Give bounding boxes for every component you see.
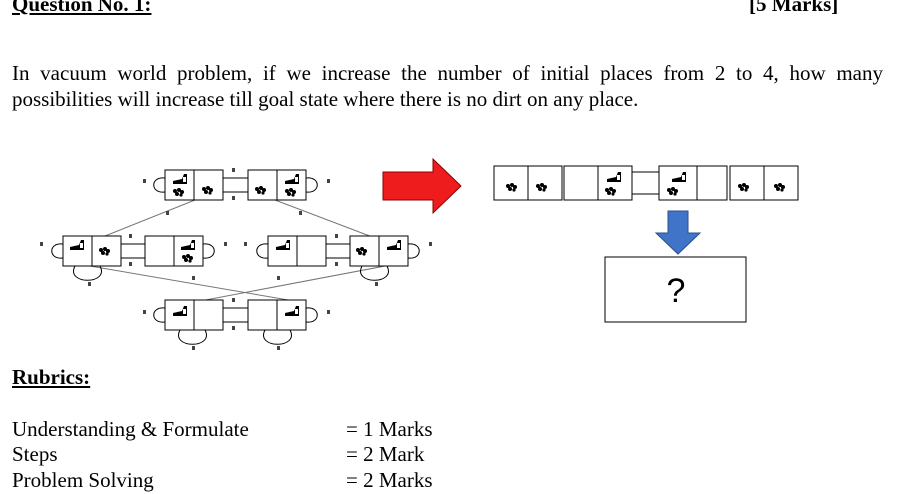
question-text: In vacuum world problem, if we increase … (12, 61, 883, 111)
state-space-diagram (51, 169, 420, 345)
transition-markers (40, 168, 432, 350)
rubric-label: Understanding & Formulate (12, 417, 249, 441)
unknown-result-label: ? (667, 272, 686, 310)
rubric-value: = 2 Marks (346, 468, 433, 492)
arrow-right-icon (382, 157, 462, 215)
four-place-states (493, 165, 799, 201)
rubric-value: = 1 Marks (346, 417, 433, 441)
rubric-value: = 2 Mark (346, 442, 425, 466)
rubric-label: Problem Solving (12, 468, 154, 492)
rubric-label: Steps (12, 442, 58, 466)
unknown-result-box (604, 256, 747, 323)
rubrics-title: Rubrics: (12, 365, 91, 389)
vacuum-world-figure: ? (40, 157, 799, 350)
question-title: Question No. 1: (12, 0, 152, 16)
question-marks: [5 Marks] (749, 0, 839, 16)
arrow-down-icon (654, 210, 702, 255)
